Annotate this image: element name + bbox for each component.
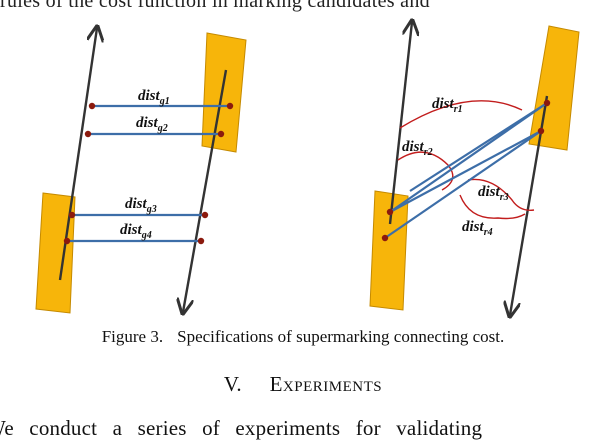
point: [381, 234, 389, 242]
supermarking-figure: distg1 distg2 distg3 distg4 distr1 distr…: [35, 0, 580, 325]
label-dist-r4: distr4: [462, 219, 493, 238]
figure-caption: Figure 3. Specifications of supermarking …: [0, 327, 606, 347]
link-r4: [409, 102, 548, 192]
marking-block-top-right-panel: [528, 25, 580, 151]
marking-block-bottom-right-panel: [369, 190, 409, 311]
link-r3: [384, 130, 542, 239]
arc-r1: [399, 100, 523, 129]
label-dist-r3: distr3: [478, 184, 509, 203]
point: [537, 127, 545, 135]
marking-block-bottom-left-panel: [35, 192, 76, 314]
link-r2: [389, 130, 542, 213]
label-dist-r1: distr1: [432, 96, 463, 115]
point: [197, 237, 205, 245]
point: [386, 208, 394, 216]
label-dist-g4: distg4: [120, 222, 152, 241]
point: [543, 99, 551, 107]
point: [201, 211, 209, 219]
arc-r2: [397, 151, 454, 191]
point: [68, 211, 76, 219]
label-dist-g1: distg1: [138, 88, 170, 107]
section-heading: V. Experiments: [0, 372, 606, 397]
link-r1: [389, 102, 548, 213]
cut-off-paragraph-line: rules of the cost function in marking ca…: [0, 0, 430, 12]
right-panel: distr1 distr2 distr3 distr4: [369, 22, 580, 315]
left-panel: distg1 distg2 distg3 distg4: [35, 28, 247, 314]
figure-caption-text: Specifications of supermarking connectin…: [177, 327, 505, 346]
point: [226, 102, 234, 110]
point: [88, 102, 96, 110]
label-dist-g3: distg3: [125, 196, 157, 215]
figure-number: Figure 3.: [101, 327, 164, 346]
point: [84, 130, 92, 138]
label-dist-r2: distr2: [402, 139, 433, 158]
point: [217, 130, 225, 138]
axis-arrow-right-up: [388, 22, 412, 225]
marking-block-top-left-panel: [201, 32, 247, 153]
section-title: Experiments: [269, 372, 383, 396]
body-paragraph-line: We conduct a series of experiments for v…: [0, 416, 483, 440]
arc-r3: [467, 178, 535, 211]
axis-arrow-left-down: [183, 69, 228, 312]
point: [63, 237, 71, 245]
label-dist-g2: distg2: [136, 115, 168, 134]
section-number: V.: [223, 372, 242, 396]
arc-r4: [459, 194, 526, 220]
